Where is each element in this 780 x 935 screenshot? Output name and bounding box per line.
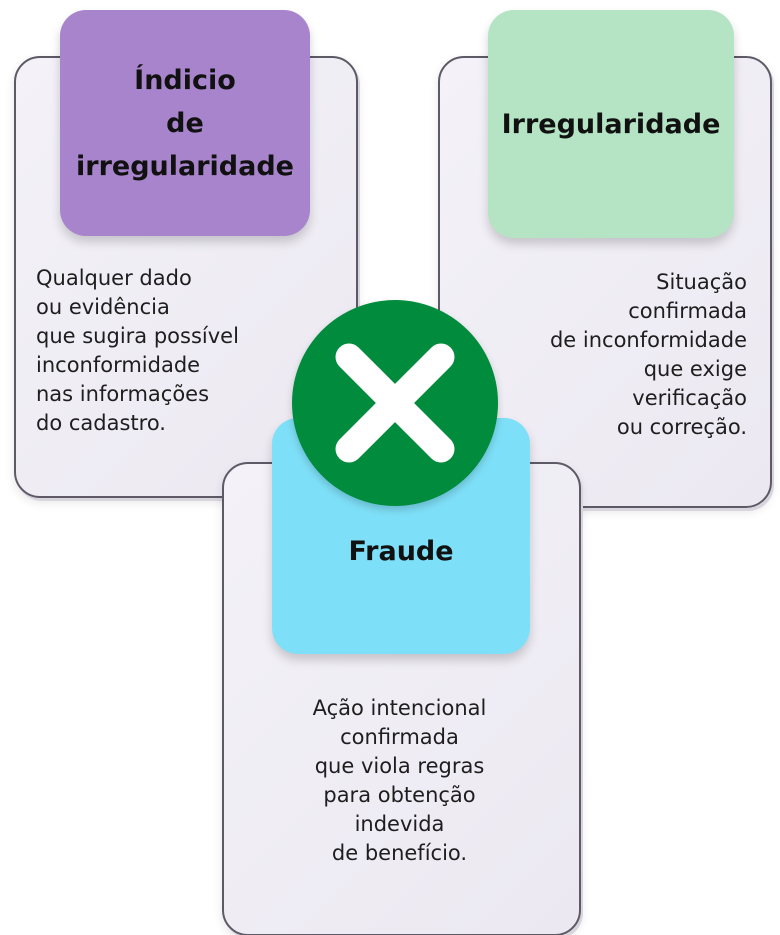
close-icon (335, 343, 455, 463)
fraude-description: Ação intencional confirmada que viola re… (312, 696, 487, 865)
tab-indicio: Índicio de irregularidade (60, 10, 310, 236)
close-badge (292, 300, 498, 506)
indicio-title: Índicio de irregularidade (76, 64, 294, 182)
irregularidade-description: Situação confirmada de inconformidade qu… (549, 270, 747, 439)
tab-irregularidade: Irregularidade (488, 10, 734, 238)
indicio-description: Qualquer dado ou evidência que sugira po… (36, 266, 239, 435)
irregularidade-title: Irregularidade (501, 108, 721, 140)
fraude-title: Fraude (348, 536, 454, 567)
